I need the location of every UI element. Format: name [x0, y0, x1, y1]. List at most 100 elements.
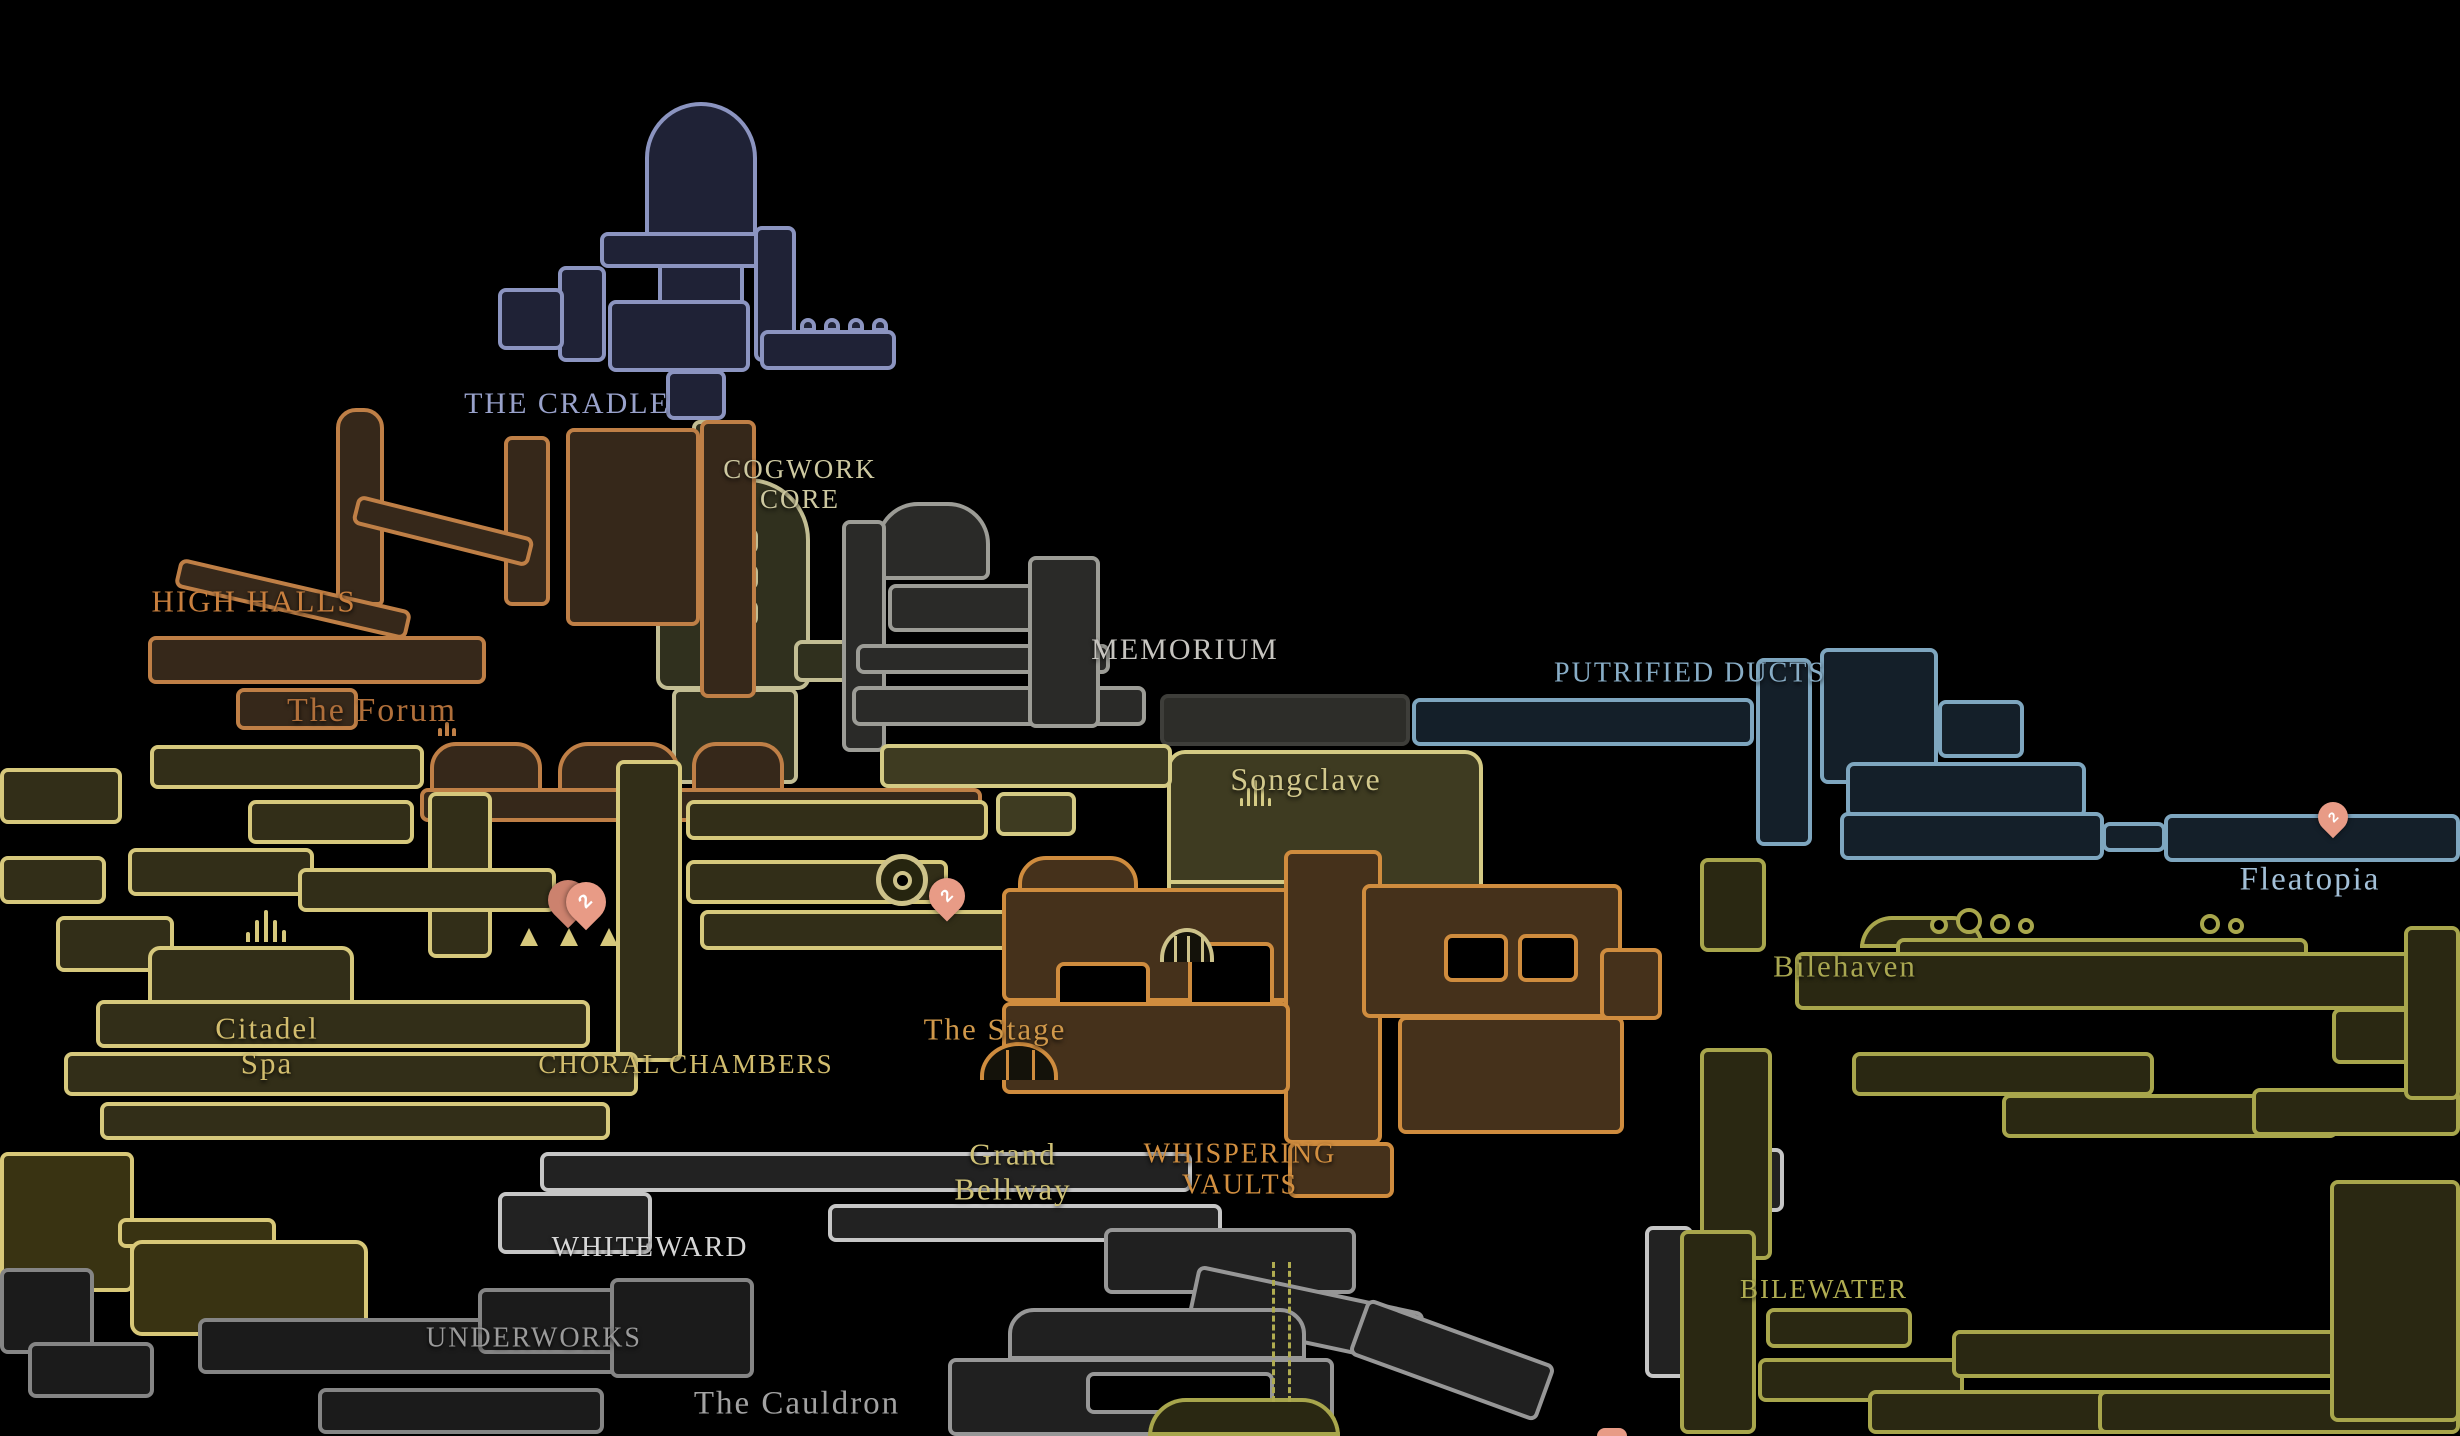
tick	[264, 910, 268, 942]
map-room	[64, 1052, 638, 1096]
map-room	[2330, 1180, 2460, 1422]
bubble	[1930, 916, 1948, 934]
map-room	[1028, 556, 1100, 728]
map-room	[1952, 1330, 2338, 1378]
map-room	[148, 636, 486, 684]
map-room	[700, 420, 756, 698]
bubble	[2228, 918, 2244, 934]
pin-count-label: 2	[2324, 808, 2342, 826]
map-room	[1288, 1142, 1394, 1198]
map-pin[interactable]: 2	[2311, 795, 2355, 839]
wheel-icon	[876, 854, 928, 906]
arch-bar	[1187, 936, 1190, 962]
map-room	[1820, 648, 1938, 784]
map-room	[28, 1342, 154, 1398]
map-room	[504, 436, 550, 606]
tick	[1261, 788, 1264, 806]
map-room	[236, 688, 358, 730]
map-room	[1600, 948, 1662, 1020]
map-room	[616, 760, 682, 1062]
map-room	[996, 792, 1076, 836]
map-room	[1398, 1016, 1624, 1134]
map-room	[96, 1000, 590, 1048]
map-room	[1700, 858, 1766, 952]
map-room	[1160, 694, 1410, 746]
map-room	[1840, 812, 2104, 860]
map-room	[566, 428, 700, 626]
map-room	[1002, 1002, 1290, 1094]
map-room	[1938, 700, 2024, 758]
map-room	[2102, 822, 2166, 852]
region-label-the-cradle: THE CRADLE	[464, 387, 670, 421]
map-room	[498, 1192, 652, 1254]
map-room	[760, 330, 896, 370]
map-room	[558, 266, 606, 362]
map-room	[128, 848, 314, 896]
region-label-memorium: MEMORIUM	[1091, 633, 1279, 667]
map-room	[852, 686, 1146, 726]
tick	[273, 920, 277, 942]
tick	[1268, 798, 1271, 806]
map-room	[700, 910, 1062, 950]
map-room	[540, 1152, 1192, 1192]
map-room	[1347, 1297, 1557, 1423]
bubble	[2200, 914, 2220, 934]
map-room	[666, 370, 726, 420]
map-room	[800, 318, 816, 332]
tick	[1254, 780, 1257, 806]
map-room	[318, 1388, 604, 1434]
bubble	[1956, 908, 1982, 934]
map-pin[interactable]: 2	[921, 870, 973, 922]
arch-bar	[1032, 1050, 1035, 1080]
tick	[452, 728, 456, 736]
map-room	[600, 232, 772, 268]
map-pin-partial[interactable]	[1597, 1428, 1627, 1436]
pin-count-label: 2	[936, 885, 957, 906]
tick	[445, 722, 449, 736]
map-pin[interactable]: 2	[539, 871, 615, 934]
map-room	[430, 742, 542, 792]
map-room	[824, 318, 840, 332]
map-room	[1444, 934, 1508, 982]
map-room	[876, 502, 990, 580]
bench-icon	[560, 928, 578, 946]
map-room	[150, 745, 424, 789]
arch-bar	[1200, 936, 1204, 962]
dash-line	[1288, 1262, 1291, 1402]
map-room	[2404, 926, 2460, 1100]
map-room	[100, 1102, 610, 1140]
map-room	[848, 318, 864, 332]
map-room	[1680, 1230, 1756, 1434]
bench-icon	[600, 928, 618, 946]
tick	[255, 920, 259, 942]
map-room	[1008, 1308, 1306, 1360]
tick	[246, 932, 250, 942]
tick	[282, 930, 286, 942]
dash-line	[1272, 1262, 1275, 1402]
map-room	[1700, 1048, 1772, 1260]
map-room	[880, 744, 1172, 788]
map-room	[1795, 952, 2460, 1010]
map-room	[1412, 698, 1754, 746]
map-room	[1852, 1052, 2154, 1096]
bench-icon	[520, 928, 538, 946]
map-room	[0, 768, 122, 824]
pin-count-label: 2	[574, 890, 597, 913]
bubble	[1990, 914, 2010, 934]
map-room	[692, 742, 784, 792]
map-room	[1756, 658, 1812, 846]
map-room	[498, 288, 564, 350]
map-pin-body: 2	[2311, 795, 2355, 839]
tick	[1247, 788, 1250, 806]
map-room	[1148, 1398, 1340, 1436]
arch-bar	[1173, 936, 1177, 962]
region-label-fleatopia: Fleatopia	[2239, 861, 2381, 898]
bubble	[2018, 918, 2034, 934]
map-room	[298, 868, 556, 912]
map-room	[1766, 1308, 1912, 1348]
map-room	[0, 856, 106, 904]
map-pin-body: 2	[921, 870, 973, 922]
map-room	[686, 800, 988, 840]
map-room	[248, 800, 414, 844]
